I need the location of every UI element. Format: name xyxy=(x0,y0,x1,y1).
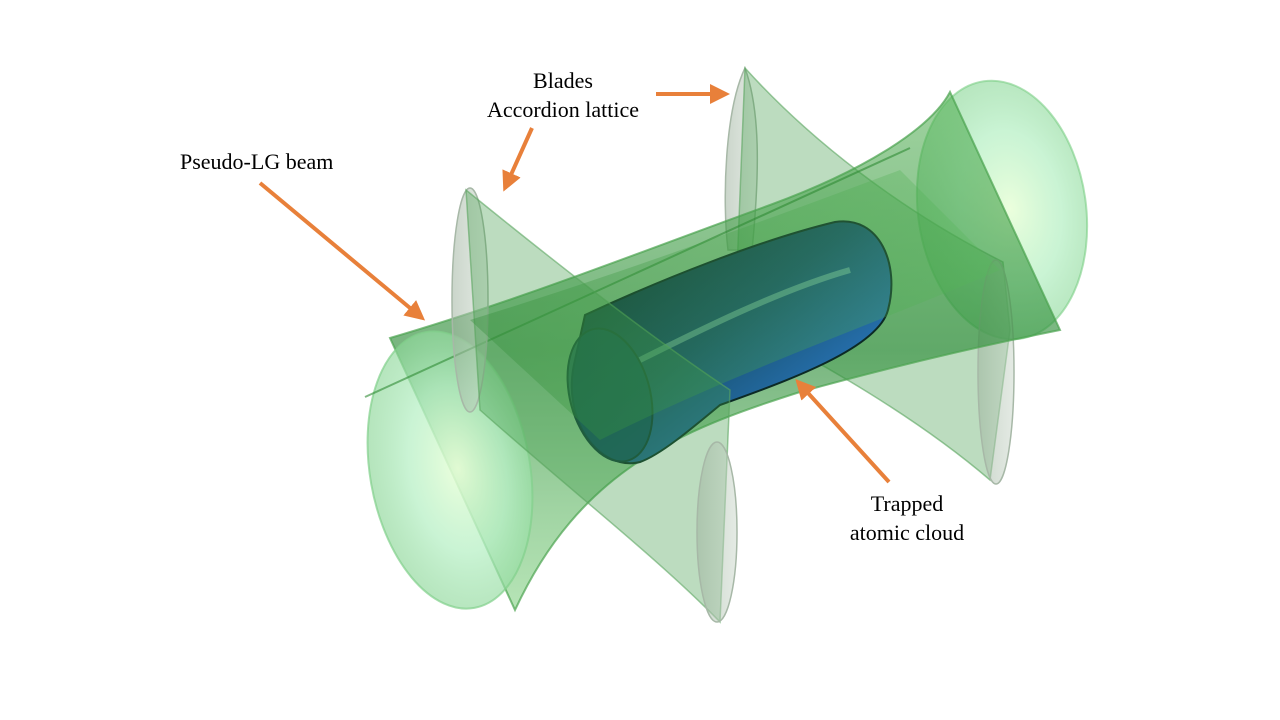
beam-haze xyxy=(470,170,1000,440)
beam-end-cap-left xyxy=(366,330,534,610)
label-pseudo-lg-beam: Pseudo-LG beam xyxy=(180,149,334,174)
label-trapped-atomic-cloud: Trapped atomic cloud xyxy=(827,489,987,547)
label-cloud-line2: atomic cloud xyxy=(849,520,965,545)
arrow-atomic-cloud xyxy=(795,379,891,484)
arrow-blades-left xyxy=(502,127,534,192)
label-blades: Blades Accordion lattice xyxy=(463,66,663,124)
label-blades-line1: Blades xyxy=(533,68,593,93)
label-blades-line2: Accordion lattice xyxy=(486,97,640,122)
label-cloud-line1: Trapped xyxy=(870,491,944,516)
arrow-pseudo-lg xyxy=(258,181,426,321)
